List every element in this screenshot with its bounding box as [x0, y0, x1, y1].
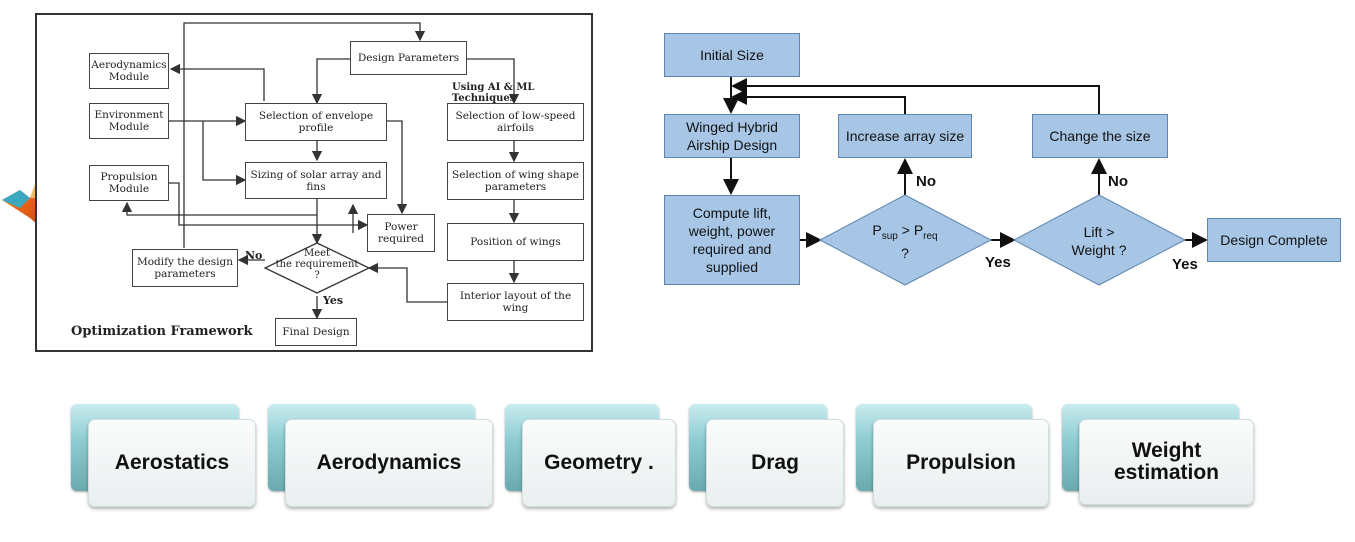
lift-line-2: Weight ?: [1071, 242, 1127, 258]
compute-label: Compute lift, weight, power required and…: [688, 205, 776, 275]
tile-weight-estimation: Weight estimation: [1079, 419, 1254, 505]
modify-parameters-label: Modify the design parameters: [136, 256, 233, 280]
ai-ml-label: Using AI & ML Techniques: [452, 82, 535, 104]
no-label-1: No: [916, 173, 936, 190]
yes-label-2: Yes: [1172, 256, 1198, 273]
no-label-2: No: [1108, 173, 1128, 190]
tile-propulsion: Propulsion: [873, 419, 1049, 507]
increase-array-box: Increase array size: [838, 114, 972, 158]
tile-aerostatics: Aerostatics: [88, 419, 256, 507]
compute-box: Compute lift, weight, power required and…: [664, 195, 800, 285]
meet-line-1: Meet: [303, 248, 331, 259]
environment-module-box: Environment Module: [89, 103, 169, 139]
change-size-box: Change the size: [1032, 114, 1168, 158]
wing-position-box: Position of wings: [447, 223, 584, 261]
tile-drag: Drag: [706, 419, 844, 507]
final-design-label: Final Design: [282, 326, 350, 338]
optimization-framework-panel: Aerodynamics Module Environment Module P…: [35, 13, 593, 352]
power-comparison: Psup > Preq: [840, 222, 970, 245]
psup-p: P: [872, 222, 882, 238]
power-required-box: Power required: [367, 214, 435, 252]
initial-size-label: Initial Size: [700, 47, 764, 63]
wing-shape-box: Selection of wing shape parameters: [447, 162, 584, 200]
tile-drag-label: Drag: [751, 451, 799, 474]
final-design-box: Final Design: [275, 318, 357, 346]
design-parameters-box: Design Parameters: [350, 41, 467, 75]
meet-line-3: ?: [314, 270, 320, 281]
wing-shape-label: Selection of wing shape parameters: [452, 169, 579, 193]
envelope-selection-box: Selection of envelope profile: [245, 103, 387, 141]
environment-module-label: Environment Module: [94, 109, 164, 133]
aerodynamics-module-box: Aerodynamics Module: [89, 53, 169, 89]
modify-parameters-box: Modify the design parameters: [132, 249, 238, 287]
aerodynamics-module-label: Aerodynamics Module: [91, 59, 167, 83]
winged-hybrid-box: Winged Hybrid Airship Design: [664, 114, 800, 158]
framework-yes-label: Yes: [323, 294, 344, 307]
propulsion-module-label: Propulsion Module: [100, 171, 158, 195]
power-required-label: Power required: [377, 221, 425, 245]
framework-no-label: No: [245, 249, 263, 262]
framework-connectors: [121, 22, 520, 320]
lift-decision-text: Lift > Weight ?: [1034, 223, 1164, 259]
meet-line-2: the requirement: [275, 259, 359, 270]
tile-geometry: Geometry .: [522, 419, 676, 507]
lift-line-1: Lift >: [1083, 224, 1115, 240]
propulsion-module-box: Propulsion Module: [89, 165, 169, 201]
envelope-selection-label: Selection of envelope profile: [258, 110, 374, 134]
tile-aerodynamics-label: Aerodynamics: [316, 451, 462, 474]
initial-size-box: Initial Size: [664, 33, 800, 77]
power-decision-text: Psup > Preq ?: [840, 222, 970, 262]
interior-layout-box: Interior layout of the wing: [447, 283, 584, 321]
increase-array-label: Increase array size: [845, 128, 965, 144]
preq-p: > P: [897, 222, 924, 238]
tile-aerostatics-label: Aerostatics: [114, 451, 230, 474]
solar-sizing-box: Sizing of solar array and fins: [245, 162, 387, 199]
psup-sub: sup: [881, 230, 898, 242]
tile-propulsion-label: Propulsion: [906, 451, 1016, 474]
wing-position-label: Position of wings: [470, 236, 561, 248]
yes-label-1: Yes: [985, 254, 1011, 271]
design-complete-box: Design Complete: [1207, 218, 1341, 262]
change-size-label: Change the size: [1049, 128, 1151, 144]
tile-aerodynamics: Aerodynamics: [285, 419, 493, 507]
low-speed-airfoils-label: Selection of low-speed airfoils: [455, 110, 576, 134]
meet-requirement-diamond-text: Meet the requirement ?: [265, 248, 369, 281]
design-complete-label: Design Complete: [1220, 232, 1328, 248]
preq-sub: req: [923, 230, 938, 242]
solar-sizing-label: Sizing of solar array and fins: [250, 168, 382, 193]
interior-layout-label: Interior layout of the wing: [459, 290, 572, 314]
tile-weight-label: Weight estimation: [1113, 439, 1220, 484]
framework-caption: Optimization Framework: [71, 324, 253, 339]
winged-hybrid-label: Winged Hybrid Airship Design: [686, 119, 778, 153]
low-speed-airfoils-box: Selection of low-speed airfoils: [447, 103, 584, 141]
design-parameters-label: Design Parameters: [357, 52, 460, 64]
power-question: ?: [901, 244, 909, 261]
tile-geometry-label: Geometry .: [544, 451, 654, 474]
